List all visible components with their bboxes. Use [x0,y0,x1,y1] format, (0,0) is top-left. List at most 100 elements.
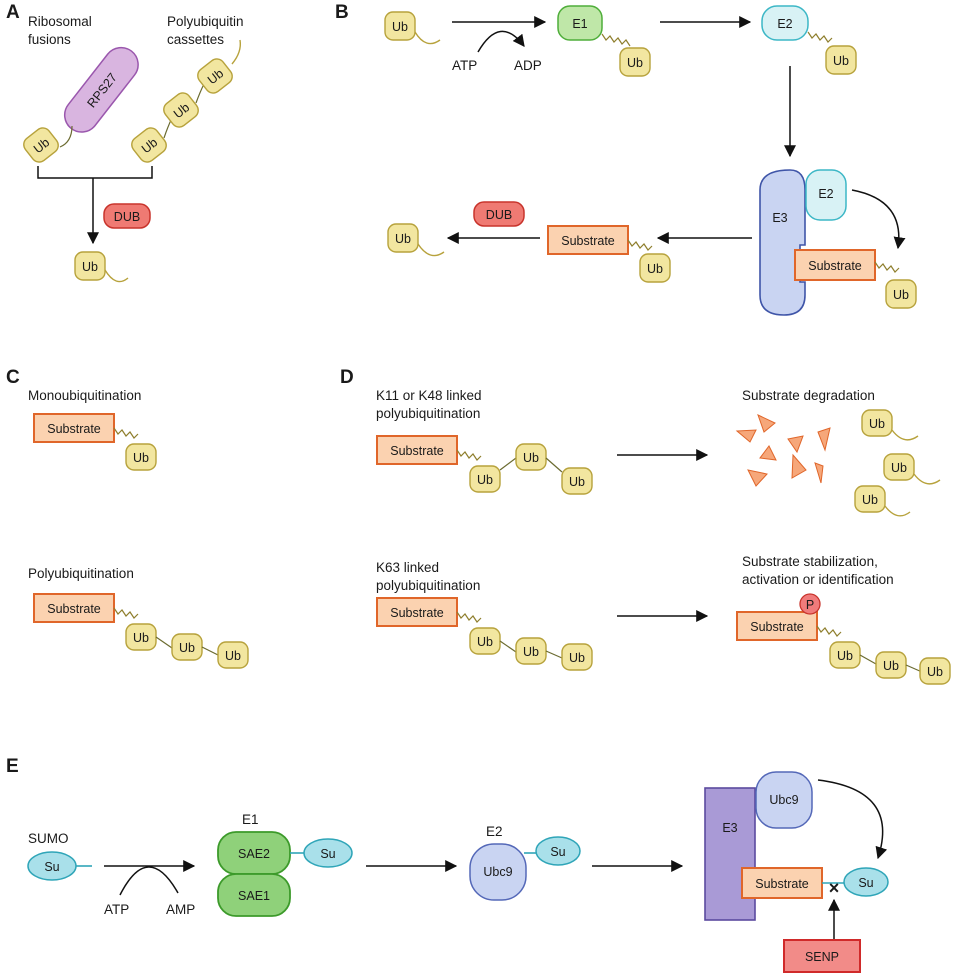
ribosomal-fusions-label-line2: fusions [28,32,71,47]
ub-mono: Ub [125,443,157,471]
fragment-6 [791,453,807,479]
ub-cassette-2: Ub [163,92,199,128]
svg-text:Ub: Ub [647,262,663,276]
panel-c-letter: C [6,367,20,388]
su-free: Su [27,851,77,881]
fragment-5 [759,445,777,461]
svg-text:Ub: Ub [893,288,909,302]
svg-text:Substrate: Substrate [808,259,862,273]
svg-text:Substrate: Substrate [755,877,809,891]
degradation-label: Substrate degradation [742,388,875,403]
e1-label-e: E1 [242,812,259,827]
svg-text:DUB: DUB [114,210,140,224]
svg-text:Substrate: Substrate [561,234,615,248]
svg-text:E3: E3 [722,821,737,835]
ub-degr-1-tail [891,429,919,441]
svg-text:Su: Su [320,847,335,861]
poly-ub-bond [113,607,139,619]
cassette-tail [231,39,242,65]
svg-text:Ub: Ub [395,232,411,246]
fragment-4 [817,427,831,452]
bracket [37,166,153,179]
panel-a: A Ribosomal fusions Polyubiquitin casset… [6,2,244,283]
sae2-subunit: SAE2 [217,831,291,875]
ub-cassette-3: Ub [197,58,233,94]
ub-k63-1: Ub [469,627,501,655]
e3-sumo-ligase: E3 [704,787,756,921]
polyubiquitination-label: Polyubiquitination [28,566,134,581]
mono-ub-bond [113,427,139,439]
substrate-k48: Substrate [376,435,458,465]
ub-stab-1: Ub [829,641,861,669]
k63-link-2 [545,650,563,659]
dub-a: DUB [103,203,151,229]
svg-text:Ub: Ub [883,659,899,673]
svg-text:Ub: Ub [833,54,849,68]
fragment-2 [735,429,757,443]
svg-text:Ub: Ub [133,631,149,645]
fragment-7 [747,469,768,487]
ub-released-b: Ub [387,223,419,253]
ub-on-substrate-e3: Ub [885,279,917,309]
panel-c: C Monoubiquitination Substrate Ub Polyub… [6,367,249,669]
sae1-subunit: SAE1 [217,873,291,917]
ub-free-b: Ub [384,11,416,41]
svg-text:Ubc9: Ubc9 [769,793,798,807]
ub-stab-3: Ub [919,657,951,685]
sumo-label: SUMO [28,831,69,846]
cleavage-cross: × [829,878,840,898]
svg-text:E3: E3 [772,211,787,225]
k48-ub-bond [456,449,482,461]
fragment-1 [757,414,776,433]
cassette-link-2 [195,83,205,104]
amp-label-e: AMP [166,902,195,917]
svg-text:Substrate: Substrate [750,620,804,634]
ribosomal-fusions-label-line1: Ribosomal [28,14,92,29]
ubc9-on-e3: Ubc9 [755,771,813,829]
fragment-8 [814,462,824,484]
ub-poly-1: Ub [125,623,157,651]
svg-text:Ub: Ub [82,260,98,274]
ub-k48-3: Ub [561,467,593,495]
dub-b: DUB [473,201,525,227]
ub-degr-1: Ub [861,409,893,437]
svg-text:Substrate: Substrate [390,444,444,458]
substrate-on-e3: Substrate [794,249,876,281]
atp-amp-arc [119,866,179,896]
svg-text:E2: E2 [777,17,792,31]
svg-text:Ub: Ub [523,451,539,465]
e2-enzyme: E2 [761,5,809,41]
stabilization-label-line2: activation or identification [742,572,894,587]
ub-poly-3: Ub [217,641,249,669]
substrate-poly: Substrate [33,593,115,623]
ub-k48-1: Ub [469,465,501,493]
su-on-e1: Su [303,838,353,868]
substrate-e3-ub-bond [874,261,900,273]
svg-text:Ub: Ub [225,649,241,663]
e2-ub-thioester [807,31,833,43]
substrate-fragments [735,414,831,487]
ub-on-e1: Ub [619,47,651,77]
svg-text:Ub: Ub [477,473,493,487]
ub-k48-2: Ub [515,443,547,471]
svg-text:Su: Su [44,860,59,874]
svg-text:E1: E1 [572,17,587,31]
ub-cassette-1: Ub [131,127,167,163]
atp-label-b: ATP [452,58,477,73]
stab-link-1 [859,654,877,665]
rps27-ub-link [59,125,73,148]
ub-k63-2: Ub [515,637,547,665]
svg-text:Ub: Ub [837,649,853,663]
poly-link-2 [201,646,219,656]
svg-text:Ub: Ub [477,635,493,649]
ub-poly-2: Ub [171,633,203,661]
stabilization-label-line1: Substrate stabilization, [742,554,878,569]
svg-text:SENP: SENP [805,950,839,964]
ub-free-b-tail [414,31,441,45]
k48-link-1 [499,457,517,471]
substrate-stabilized: Substrate [736,611,818,641]
svg-text:Ub: Ub [869,417,885,431]
ubc9-transfer-arrow [817,779,888,860]
polyubiquitin-cassettes-label-line1: Polyubiquitin [167,14,244,29]
panel-b: B Ub ATP ADP E1 Ub E2 Ub [335,2,917,316]
